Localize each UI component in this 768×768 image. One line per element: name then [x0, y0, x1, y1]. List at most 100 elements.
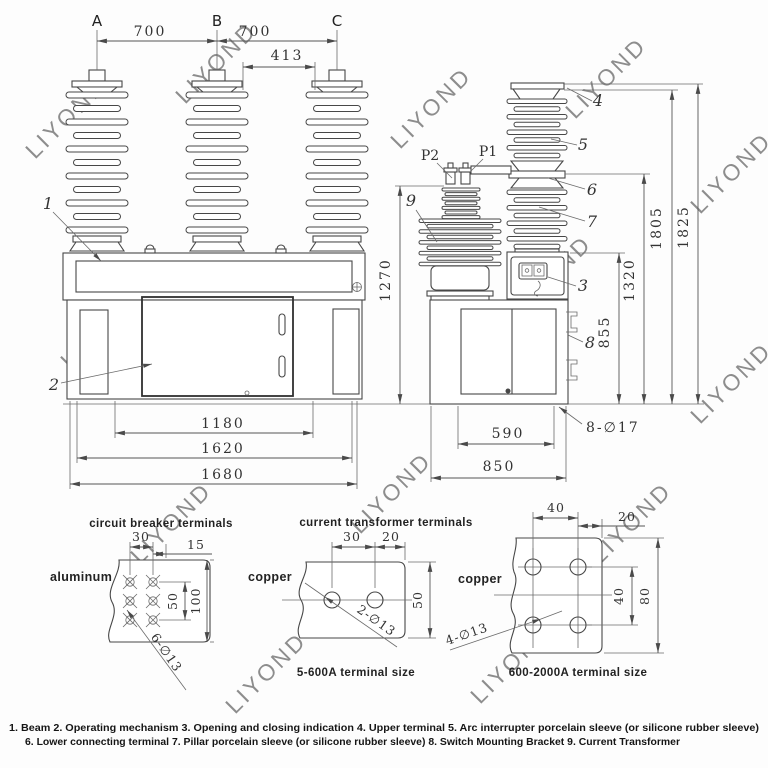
ct-hole	[366, 591, 384, 609]
pole-label-a: A	[92, 12, 103, 30]
detail-ct-caption: 5-600A terminal size	[297, 667, 415, 679]
ct-material-label: copper	[248, 570, 292, 584]
callout-4-upper-terminal: 4	[592, 91, 603, 110]
beam-eyebolt	[275, 244, 287, 254]
callout-1-beam: 1	[43, 194, 53, 213]
cb-dim-50: 50	[165, 592, 180, 610]
ct-holes-leader	[324, 596, 398, 648]
pole-label-c: C	[332, 12, 342, 30]
insulator-pole-b	[186, 70, 248, 251]
dim-855: 855	[597, 316, 613, 349]
pillar-sleeve	[507, 190, 567, 249]
leader-callout-8	[567, 334, 584, 343]
cb-dim-15: 15	[187, 537, 205, 552]
lower-terminal-lower	[509, 177, 565, 189]
callout-3-indication: 3	[578, 276, 588, 295]
leader-callout-4	[566, 87, 593, 102]
legend-line-1: 1. Beam 2. Operating mechanism 3. Openin…	[9, 723, 759, 734]
door-handle	[278, 313, 286, 336]
dim-850: 850	[483, 459, 516, 475]
side-pole	[507, 82, 567, 255]
ct-fins	[418, 218, 502, 267]
ct-terminal-p1: P1	[479, 144, 497, 160]
ct-dim-20: 20	[382, 529, 400, 544]
leader-callout-6	[547, 177, 586, 190]
large-holes-leader	[449, 618, 542, 651]
insulator-pole-c	[306, 70, 368, 251]
dim-700-bc: 700	[239, 24, 272, 40]
cb-material-label: aluminum	[50, 570, 112, 584]
beam	[62, 252, 366, 301]
cb-dim-30: 30	[132, 529, 150, 544]
ct-dim-30: 30	[343, 529, 361, 544]
leader-callout-2	[60, 363, 153, 384]
callout-5-arc-sleeve: 5	[578, 135, 588, 154]
large-hole	[524, 616, 542, 634]
lower-terminal-band	[508, 170, 566, 179]
large-terminal-plate	[509, 537, 603, 654]
arc-interrupter-sleeve	[507, 99, 567, 158]
cb-holes-leader	[126, 609, 187, 691]
upper-terminal	[510, 82, 565, 90]
dim-413: 413	[271, 48, 304, 64]
large-dim-40: 40	[547, 500, 565, 515]
side-door	[460, 308, 557, 395]
callout-7-pillar-sleeve: 7	[587, 212, 598, 231]
door-lock	[244, 390, 250, 396]
front-view: A B C 700 700 413 1180 1620 1680 1 2	[43, 12, 368, 489]
ct-bushing	[441, 187, 481, 220]
ct-holes-leader-tail	[304, 582, 326, 598]
side-mechanism-box	[506, 251, 569, 300]
mechanism-housing	[66, 299, 363, 400]
dim-1825: 1825	[676, 205, 692, 249]
large-material-label: copper	[458, 572, 502, 586]
large-centerlines	[494, 548, 612, 648]
leader-callout-7	[538, 206, 586, 222]
mounting-bracket	[566, 359, 578, 381]
insulator-pole-a	[66, 70, 128, 251]
ground-terminal-icon	[352, 282, 362, 292]
leader-callout-1	[52, 211, 102, 262]
callout-2-operating-mechanism: 2	[48, 375, 59, 394]
detail-cb-title: circuit breaker terminals	[89, 518, 233, 530]
large-dim-20: 20	[618, 509, 636, 524]
leader-p2	[436, 162, 453, 179]
left-panel	[79, 309, 109, 395]
detail-ct-terminals-small: current transformer terminals 30 20 50 c…	[248, 517, 472, 679]
lower-terminal-upper	[509, 160, 565, 172]
leader-callout-9	[415, 209, 438, 243]
cb-dim-100: 100	[188, 588, 203, 615]
dim-1270: 1270	[378, 258, 394, 302]
leader-8-d17	[558, 406, 583, 425]
right-panel	[332, 308, 360, 395]
dim-700-ab: 700	[134, 24, 167, 40]
large-dim-80: 80	[637, 587, 652, 605]
dim-8-d17: 8-∅17	[586, 420, 640, 436]
large-extension-lines	[532, 512, 664, 654]
pole-label-b: B	[212, 12, 222, 30]
leader-callout-5	[550, 138, 578, 146]
leader-p1	[469, 158, 484, 173]
watermark-text: LIYOND	[560, 32, 652, 124]
detail-large-caption: 600-2000A terminal size	[509, 667, 648, 679]
side-door-handle	[505, 388, 511, 394]
large-dim-40v: 40	[611, 587, 626, 605]
callout-8-bracket: 8	[585, 333, 595, 352]
detail-circuit-breaker-terminals: circuit breaker terminals 30 15 50 100 a…	[50, 518, 233, 691]
mounting-bracket	[566, 311, 578, 333]
leader-callout-3	[547, 276, 577, 287]
legend-line-2: 6. Lower connecting terminal 7. Pillar p…	[25, 737, 680, 748]
dim-1620: 1620	[201, 441, 245, 457]
detail-terminals-large: 40 20 40 80 copper 4-∅13 600-2000A termi…	[443, 500, 664, 679]
ct-hole	[323, 591, 341, 609]
ct-body	[430, 265, 490, 291]
current-transformer	[418, 162, 512, 303]
indicator-lever	[534, 280, 541, 297]
detail-ct-title: current transformer terminals	[299, 517, 472, 529]
open-close-indicator	[518, 262, 548, 280]
mechanism-door	[141, 296, 294, 397]
dim-1680: 1680	[201, 467, 245, 483]
extension-lines-top	[96, 30, 338, 90]
